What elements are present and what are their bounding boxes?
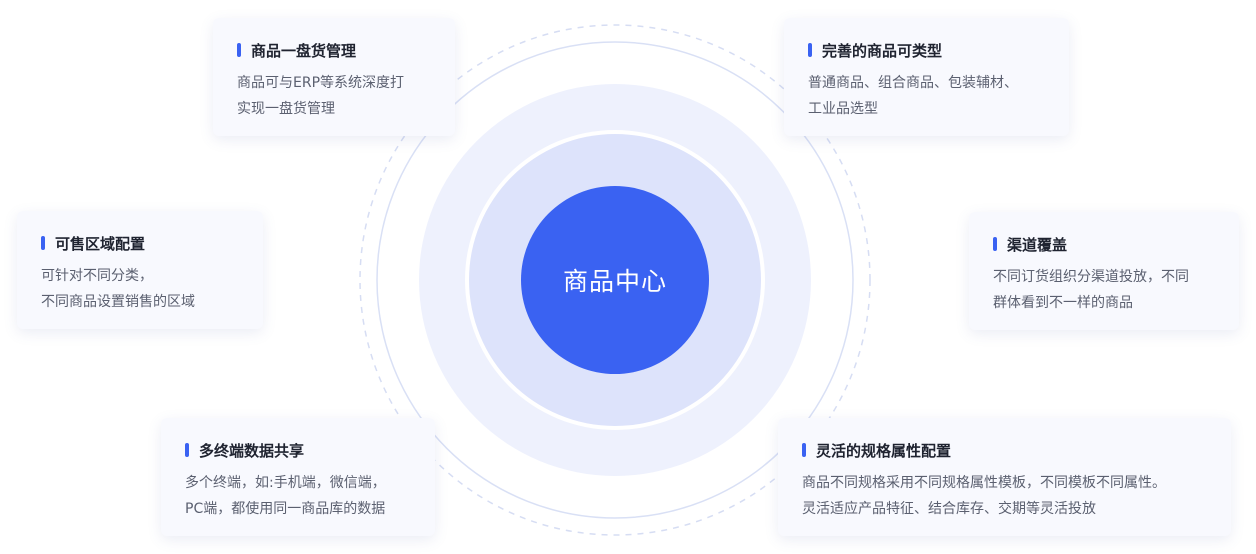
accent-bar [808, 43, 812, 57]
card-desc: 多个终端，如:手机端，微信端， PC端，都使用同一商品库的数据 [185, 470, 413, 522]
accent-bar [237, 43, 241, 57]
card-title: 多终端数据共享 [185, 440, 413, 460]
accent-bar [802, 443, 806, 457]
card-desc-line: 实现一盘货管理 [237, 101, 335, 117]
outer-solid-ring [376, 41, 854, 519]
card-product-types: 完善的商品可类型 普通商品、组合商品、包装辅材、 工业品选型 [784, 18, 1069, 136]
card-title: 完善的商品可类型 [808, 40, 1047, 60]
card-desc-line: 工业品选型 [808, 101, 878, 117]
card-title-text: 商品一盘货管理 [251, 41, 357, 60]
card-desc-line: 商品不同规格采用不同规格属性模板，不同模板不同属性。 [802, 475, 1166, 491]
card-multi-terminal: 多终端数据共享 多个终端，如:手机端，微信端， PC端，都使用同一商品库的数据 [161, 418, 435, 536]
card-desc-line: PC端，都使用同一商品库的数据 [185, 501, 386, 517]
card-title: 渠道覆盖 [993, 234, 1217, 254]
accent-bar [185, 443, 189, 457]
card-desc-line: 群体看到不一样的商品 [993, 295, 1133, 311]
card-title: 商品一盘货管理 [237, 40, 433, 60]
card-title-text: 可售区域配置 [55, 234, 146, 253]
card-title-text: 多终端数据共享 [199, 441, 305, 460]
card-desc-line: 普通商品、组合商品、包装辅材、 [808, 75, 1018, 91]
accent-bar [993, 237, 997, 251]
card-desc-line: 灵活适应产品特征、结合库存、交期等灵活投放 [802, 501, 1096, 517]
card-title: 灵活的规格属性配置 [802, 440, 1209, 460]
card-sales-region: 可售区域配置 可针对不同分类， 不同商品设置销售的区域 [17, 211, 263, 329]
card-unified-inventory: 商品一盘货管理 商品可与ERP等系统深度打 实现一盘货管理 [213, 18, 455, 136]
card-title-text: 完善的商品可类型 [822, 41, 943, 60]
accent-bar [41, 236, 45, 250]
card-title-text: 渠道覆盖 [1007, 235, 1068, 254]
card-desc-line: 商品可与ERP等系统深度打 [237, 75, 405, 91]
center-circle [521, 186, 709, 374]
card-desc-line: 多个终端，如:手机端，微信端， [185, 475, 386, 491]
outer-dashed-ring [359, 24, 871, 536]
card-desc-line: 可针对不同分类， [41, 268, 153, 284]
card-channel-coverage: 渠道覆盖 不同订货组织分渠道投放，不同 群体看到不一样的商品 [969, 212, 1239, 330]
card-desc: 商品不同规格采用不同规格属性模板，不同模板不同属性。 灵活适应产品特征、结合库存… [802, 470, 1209, 522]
center-label: 商品中心 [562, 267, 667, 296]
card-desc: 商品可与ERP等系统深度打 实现一盘货管理 [237, 70, 433, 122]
card-desc: 不同订货组织分渠道投放，不同 群体看到不一样的商品 [993, 264, 1217, 316]
card-title-text: 灵活的规格属性配置 [816, 441, 952, 460]
card-title: 可售区域配置 [41, 233, 241, 253]
card-desc-line: 不同商品设置销售的区域 [41, 294, 195, 310]
card-spec-attributes: 灵活的规格属性配置 商品不同规格采用不同规格属性模板，不同模板不同属性。 灵活适… [778, 418, 1231, 536]
card-desc: 普通商品、组合商品、包装辅材、 工业品选型 [808, 70, 1047, 122]
card-desc-line: 不同订货组织分渠道投放，不同 [993, 269, 1189, 285]
card-desc: 可针对不同分类， 不同商品设置销售的区域 [41, 263, 241, 315]
